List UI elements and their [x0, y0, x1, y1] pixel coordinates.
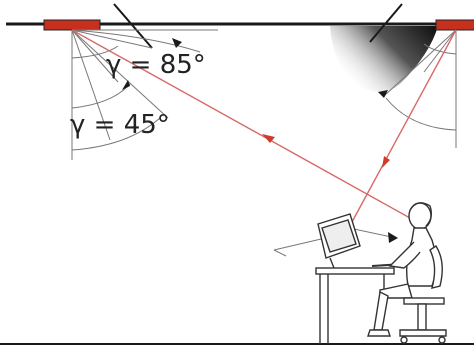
right-mount-stroke: [369, 3, 403, 43]
right-construction: [383, 29, 457, 148]
ray-arrows: [262, 134, 390, 168]
monitor: [317, 213, 361, 269]
left-mount-stroke: [113, 3, 153, 49]
reflection-arrow: [388, 232, 398, 243]
angle-arrowheads: [122, 38, 388, 98]
office-chair: [399, 245, 447, 344]
left-luminaire: [43, 19, 101, 31]
angle-label-85: γ = 85°: [106, 50, 206, 80]
angle-label-45: γ = 45°: [70, 110, 170, 140]
glare-zone: [330, 26, 438, 93]
seated-person: [367, 202, 437, 337]
light-rays: [71, 29, 457, 223]
left-construction: [71, 29, 218, 160]
right-luminaire: [435, 19, 474, 31]
